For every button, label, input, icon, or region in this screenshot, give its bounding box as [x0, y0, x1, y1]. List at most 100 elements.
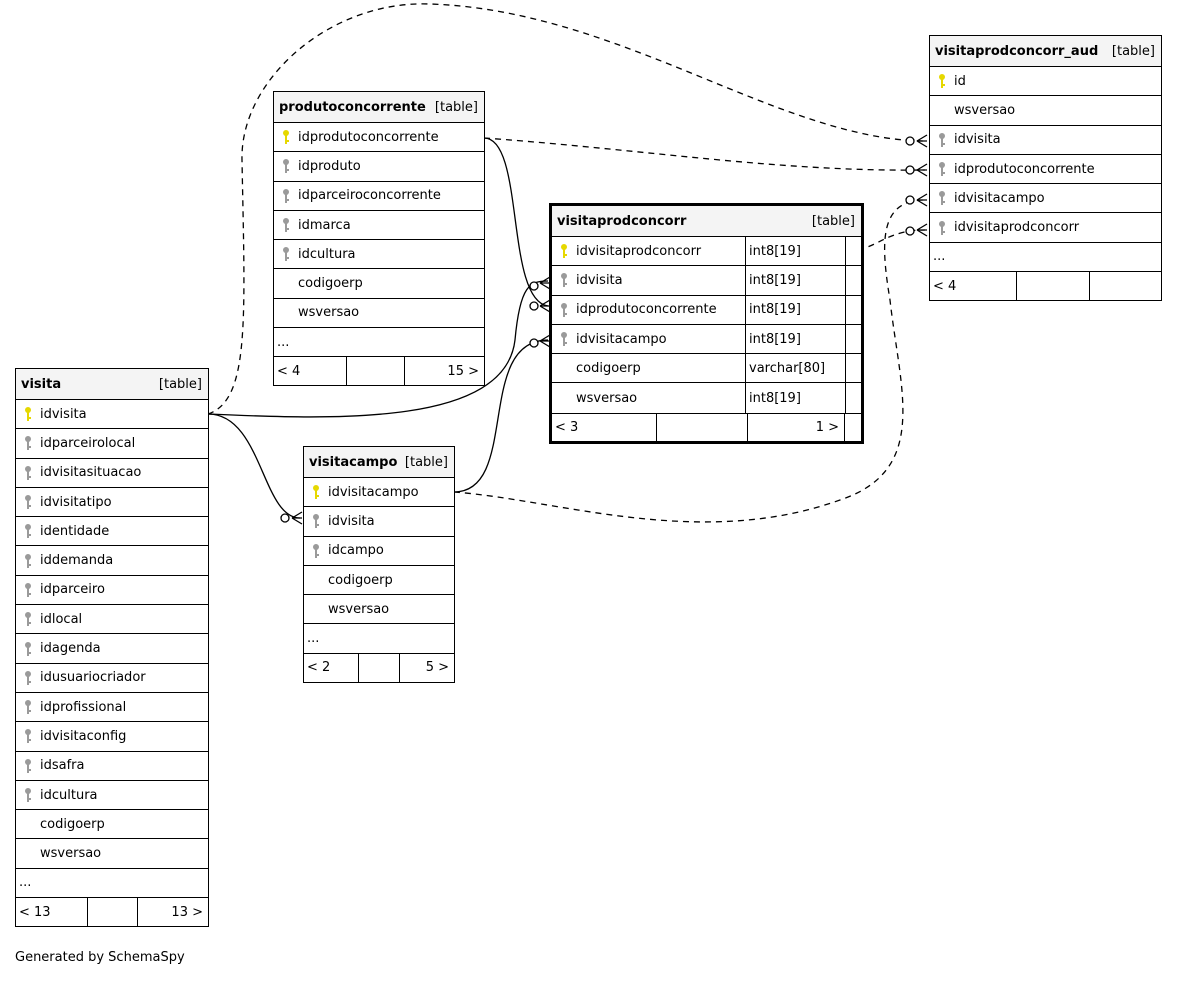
- column-row[interactable]: idvisitacampo: [304, 478, 454, 508]
- column-row[interactable]: idvisita: [16, 400, 208, 430]
- table-produtoconcorrente[interactable]: produtoconcorrente [table] idprodutoconc…: [273, 91, 485, 387]
- column-row[interactable]: idvisitaconfig: [16, 722, 208, 752]
- column-row[interactable]: idusuariocriador: [16, 664, 208, 693]
- column-row[interactable]: idprodutoconcorrente: [274, 123, 484, 153]
- crowfoot: [916, 163, 928, 177]
- link-end-circle: [905, 195, 915, 205]
- column-name: idprofissional: [40, 699, 127, 715]
- table-name: visitaprodconcorr_aud: [935, 43, 1099, 59]
- footer-children-count[interactable]: [1090, 272, 1161, 300]
- footer-children-count[interactable]: 15 >: [447, 363, 479, 379]
- column-row[interactable]: id: [930, 67, 1161, 97]
- column-row[interactable]: idcampo: [304, 537, 454, 566]
- link-visita-visitacampo: [207, 413, 301, 519]
- footer-children-count[interactable]: 1 >: [748, 413, 845, 441]
- column-row[interactable]: iddemanda: [16, 546, 208, 576]
- column-row[interactable]: idlocal: [16, 605, 208, 635]
- foreign-key-icon: [930, 161, 954, 177]
- column-name: idproduto: [298, 158, 361, 174]
- footer-parents-count[interactable]: < 2: [304, 653, 359, 682]
- column-scroll-slot: [845, 266, 861, 295]
- foreign-key-icon: [16, 494, 40, 510]
- column-row[interactable]: identidade: [16, 517, 208, 547]
- column-row[interactable]: wsversao: [274, 299, 484, 329]
- column-name: idvisita: [40, 406, 87, 422]
- table-header: visita [table]: [16, 369, 208, 400]
- column-row[interactable]: idvisitaprodconcorr: [930, 213, 1161, 243]
- link-end-circle: [529, 281, 539, 291]
- column-row[interactable]: idprofissional: [16, 693, 208, 723]
- footer-parents-count[interactable]: < 4: [930, 272, 1017, 301]
- foreign-key-icon: [274, 246, 298, 262]
- column-row[interactable]: idsafra: [16, 752, 208, 781]
- crowfoot: [539, 276, 551, 290]
- column-row[interactable]: idvisitatipo: [16, 488, 208, 518]
- column-name: wsversao: [954, 102, 1016, 118]
- more-columns: ...: [304, 624, 454, 654]
- foreign-key-icon: [16, 553, 40, 569]
- table-name: visita: [21, 376, 62, 392]
- column-name: idvisitacampo: [954, 190, 1045, 206]
- footer-children-count[interactable]: 5 >: [425, 660, 449, 676]
- column-name: idusuariocriador: [40, 670, 146, 686]
- table-visitacampo[interactable]: visitacampo [table] idvisitacampo idvisit…: [303, 446, 455, 683]
- table-header: produtoconcorrente [table]: [274, 92, 484, 123]
- table-visitaprodconcorr[interactable]: visitaprodconcorr [table] idvisitaprodco…: [549, 203, 864, 444]
- column-row[interactable]: codigoerp: [304, 566, 454, 596]
- column-datatype: varchar[80]: [745, 354, 845, 383]
- column-row[interactable]: idparceiroconcorrente: [274, 182, 484, 211]
- foreign-key-icon: [16, 435, 40, 451]
- column-row[interactable]: codigoerp: [16, 810, 208, 840]
- foreign-key-icon: [552, 272, 576, 288]
- column-row[interactable]: idvisitacampo: [930, 184, 1161, 214]
- column-row[interactable]: idprodutoconcorrente: [930, 155, 1161, 185]
- column-row[interactable]: wsversao: [16, 839, 208, 869]
- column-row[interactable]: codigoerp: [274, 269, 484, 299]
- column-row[interactable]: idparceirolocal: [16, 429, 208, 459]
- column-name: wsversao: [576, 390, 638, 406]
- column-name: idvisitacampo: [328, 484, 419, 500]
- footer-parents-count[interactable]: < 4: [274, 357, 347, 386]
- footer-children-count[interactable]: 13 >: [171, 904, 203, 920]
- table-visitaprodconcorr-aud[interactable]: visitaprodconcorr_aud [table] id wsversao…: [929, 35, 1162, 302]
- column-name: idmarca: [298, 217, 351, 233]
- foreign-key-icon: [16, 787, 40, 803]
- column-row[interactable]: idproduto: [274, 152, 484, 182]
- table-footer: < 13 13 >: [16, 898, 208, 927]
- footer-spacer: [88, 898, 138, 927]
- column-name: idvisitaprodconcorr: [954, 220, 1080, 236]
- footer-parents-count[interactable]: < 13: [16, 898, 88, 927]
- column-name: idprodutoconcorrente: [954, 161, 1095, 177]
- footer-parents-count[interactable]: < 3: [552, 413, 657, 441]
- column-row[interactable]: idagenda: [16, 634, 208, 664]
- table-header: visitacampo [table]: [304, 447, 454, 478]
- column-row[interactable]: idvisita: [930, 126, 1161, 155]
- column-name: idvisita: [576, 272, 623, 288]
- crowfoot: [916, 193, 928, 207]
- column-datatype: int8[19]: [745, 295, 845, 324]
- table-type: [table]: [1111, 43, 1155, 59]
- column-row[interactable]: idvisita: [304, 507, 454, 537]
- column-name: idparceiroconcorrente: [298, 188, 441, 204]
- column-row[interactable]: idparceiro: [16, 576, 208, 606]
- link-end-circle: [905, 165, 915, 175]
- column-row[interactable]: idcultura: [274, 240, 484, 270]
- column-row[interactable]: idcultura: [16, 781, 208, 811]
- column-row[interactable]: idmarca: [274, 211, 484, 241]
- column-row[interactable]: idvisitasituacao: [16, 459, 208, 488]
- table-type: [table]: [434, 99, 478, 115]
- column-row[interactable]: wsversao: [304, 595, 454, 625]
- table-footer: < 4 15 >: [274, 357, 484, 386]
- footer-spacer: [347, 357, 405, 386]
- foreign-key-icon: [930, 132, 954, 148]
- column-row[interactable]: wsversao: [930, 96, 1161, 126]
- link-end-circle: [529, 338, 539, 348]
